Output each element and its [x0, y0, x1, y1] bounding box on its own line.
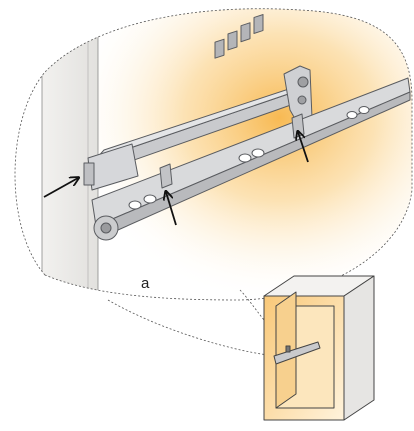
arrow-icon — [43, 132, 309, 226]
detail-view — [41, 8, 412, 300]
leader-line — [107, 299, 269, 356]
cabinet-icon — [263, 275, 375, 421]
detail-outline — [14, 8, 413, 301]
callout-label: a — [141, 275, 150, 292]
